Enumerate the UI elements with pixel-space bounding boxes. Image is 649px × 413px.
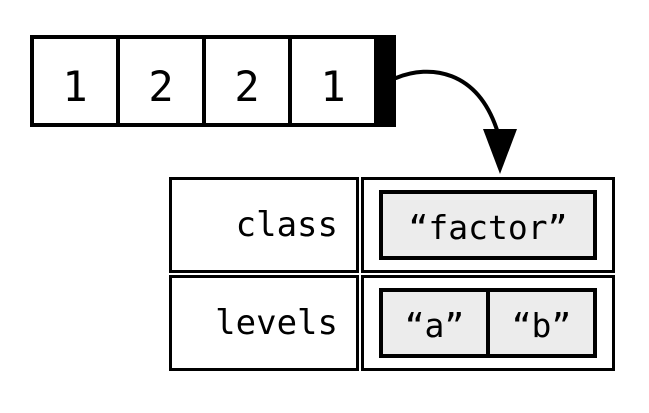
vector-cell: 2 — [202, 35, 292, 127]
integer-vector: 1 2 2 1 — [30, 35, 396, 127]
attributes-table: class “factor” levels “a” “b” — [169, 177, 615, 371]
attributes-cap — [374, 35, 396, 127]
attribute-value-level-a: “a” — [379, 288, 490, 358]
attribute-value-level-b: “b” — [486, 288, 597, 358]
vector-cell: 1 — [288, 35, 378, 127]
attribute-value-cell-levels: “a” “b” — [361, 275, 615, 371]
attribute-value-class: “factor” — [379, 190, 597, 260]
vector-cell: 2 — [116, 35, 206, 127]
attribute-value-cell-class: “factor” — [361, 177, 615, 273]
attribute-label-class: class — [169, 177, 359, 273]
attribute-label-levels: levels — [169, 275, 359, 371]
levels-value-pair: “a” “b” — [379, 288, 597, 358]
vector-cell: 1 — [30, 35, 120, 127]
